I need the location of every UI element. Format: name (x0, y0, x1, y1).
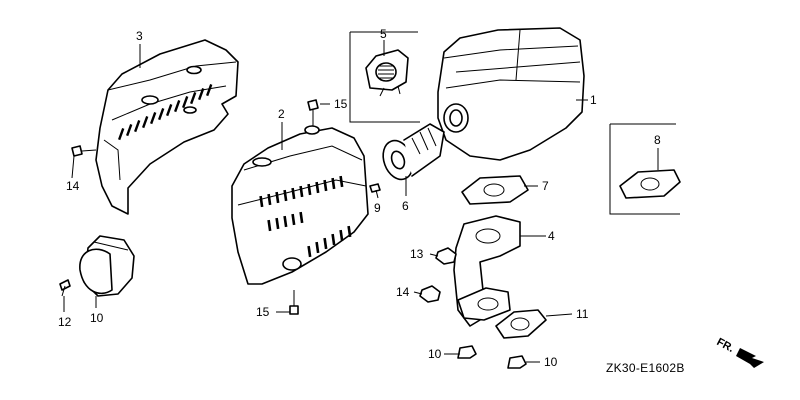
callout-4: 4 (548, 229, 555, 243)
callouts: 3 2 15 1 5 6 7 8 9 4 13 14 11 10 10 10 1… (58, 27, 661, 369)
callout-9: 9 (374, 201, 381, 215)
callout-15-top: 15 (334, 97, 348, 111)
part-4-exhaust-pipe (453, 215, 521, 327)
callout-1: 1 (590, 93, 597, 107)
part-5-detail-box (349, 31, 420, 123)
part-12-gasket (495, 309, 547, 339)
callout-14-lower: 14 (396, 285, 410, 299)
callout-13: 12 (58, 315, 72, 329)
callout-15-left: 14 (66, 179, 80, 193)
callout-12: 11 (576, 307, 589, 321)
fasteners (59, 99, 527, 369)
front-direction-indicator: FR. (715, 336, 764, 368)
callout-14-upper: 13 (410, 247, 424, 261)
part-6-spark-arrester (382, 123, 445, 181)
callout-5: 5 (380, 27, 387, 41)
part-2-protector (231, 125, 369, 285)
callout-15-bottom: 15 (256, 305, 270, 319)
drawing-code: ZK30-E1602B (606, 361, 685, 375)
part-8-detail-box (609, 123, 681, 215)
part-3-protector (95, 39, 239, 215)
callout-10-left: 10 (428, 347, 442, 361)
part-1-muffler (437, 27, 585, 161)
front-label: FR. (715, 336, 736, 355)
callout-2: 2 (278, 107, 285, 121)
callout-3: 3 (136, 29, 143, 43)
part-11-cap (79, 235, 135, 297)
part-7-gasket (461, 175, 529, 205)
front-arrow-icon (736, 348, 764, 368)
leader-lines (63, 40, 659, 363)
callout-7: 7 (542, 179, 549, 193)
callout-10-right: 10 (544, 355, 558, 369)
callout-8: 8 (654, 133, 661, 147)
callout-11: 10 (90, 311, 104, 325)
callout-6: 6 (402, 199, 409, 213)
